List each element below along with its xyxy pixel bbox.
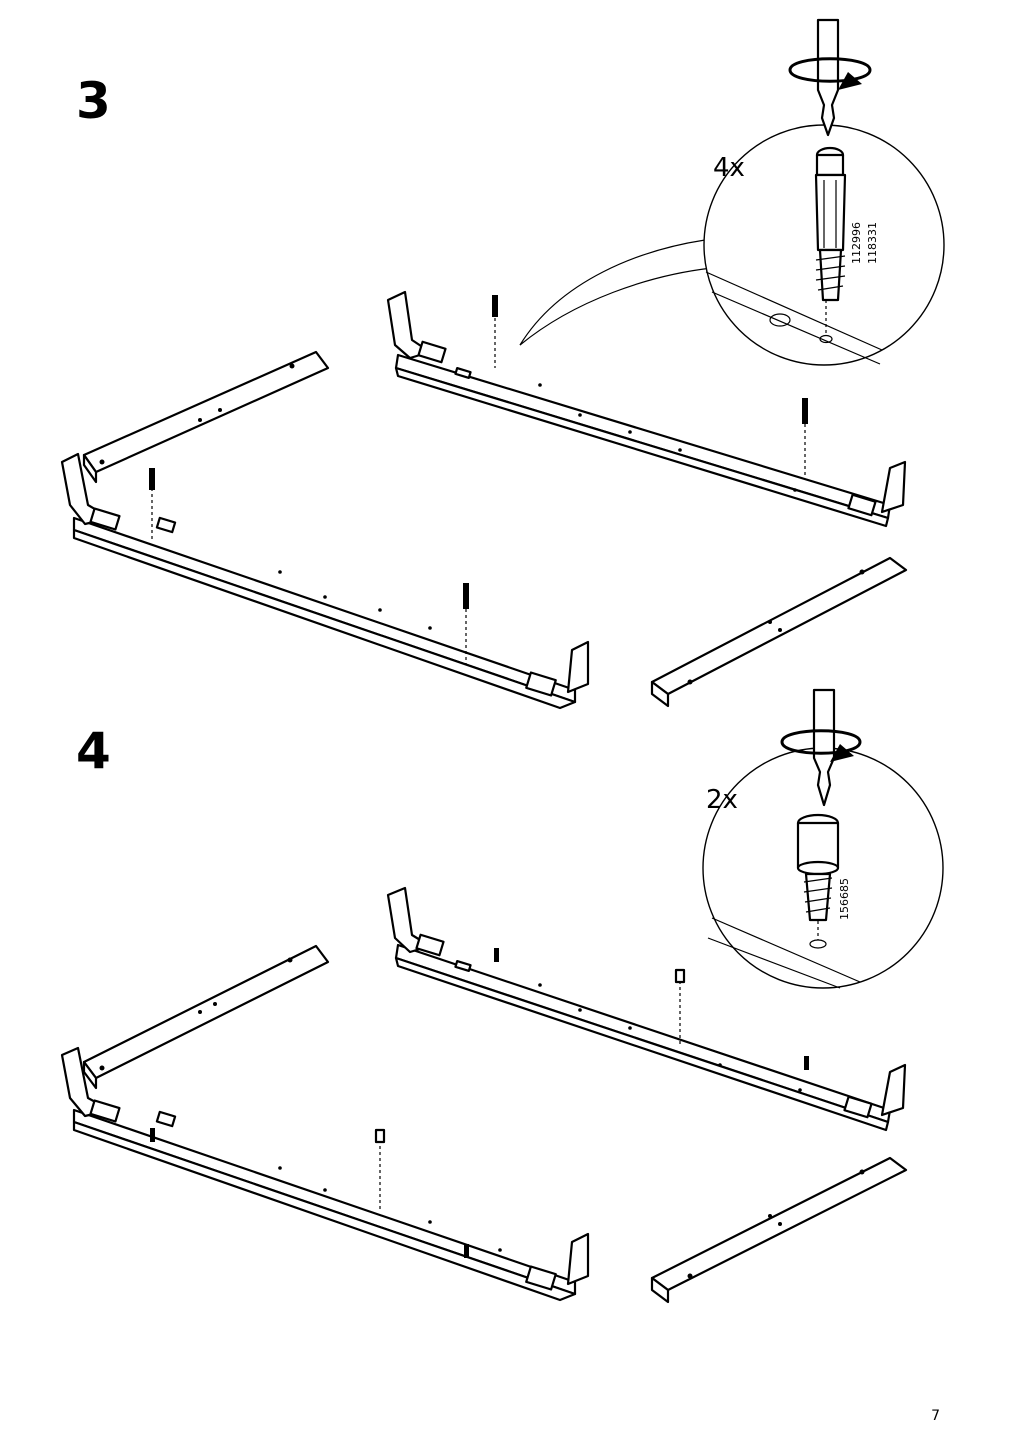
rail-front: [60, 452, 590, 710]
step-3-detail-callout: 4x 112996 118331: [519, 18, 945, 366]
rail-side-right: [650, 1156, 908, 1304]
rail-side-left: [82, 350, 330, 484]
part-number-112996: 112996: [850, 222, 863, 264]
step-4-quantity: 2x: [706, 785, 738, 815]
step-3-quantity: 4x: [713, 153, 745, 183]
rail-side-left: [82, 944, 330, 1090]
step-3-number: 3: [76, 72, 111, 130]
part-number-156685: 156685: [838, 878, 851, 920]
connector-screw-icon: [814, 146, 847, 302]
rail-back: [386, 886, 907, 1132]
step-4-number: 4: [76, 722, 111, 780]
step-3-illustration: 4x 112996 118331: [60, 18, 945, 710]
part-number-118331: 118331: [866, 222, 879, 264]
screwdriver-icon: [780, 688, 862, 807]
rotate-arrow-icon: [830, 744, 854, 762]
leveling-screw-icon: [796, 813, 840, 922]
screwdriver-icon: [788, 18, 872, 137]
rail-side-right: [650, 556, 908, 708]
rotate-arrow-icon: [838, 72, 862, 90]
step-4-illustration: 2x 156685: [60, 688, 944, 1304]
step-4-detail-callout: 2x 156685: [702, 688, 944, 989]
rail-back: [386, 290, 907, 528]
rail-front: [60, 1046, 590, 1302]
page-number: 7: [931, 1408, 940, 1424]
hole-icon: [769, 313, 791, 327]
